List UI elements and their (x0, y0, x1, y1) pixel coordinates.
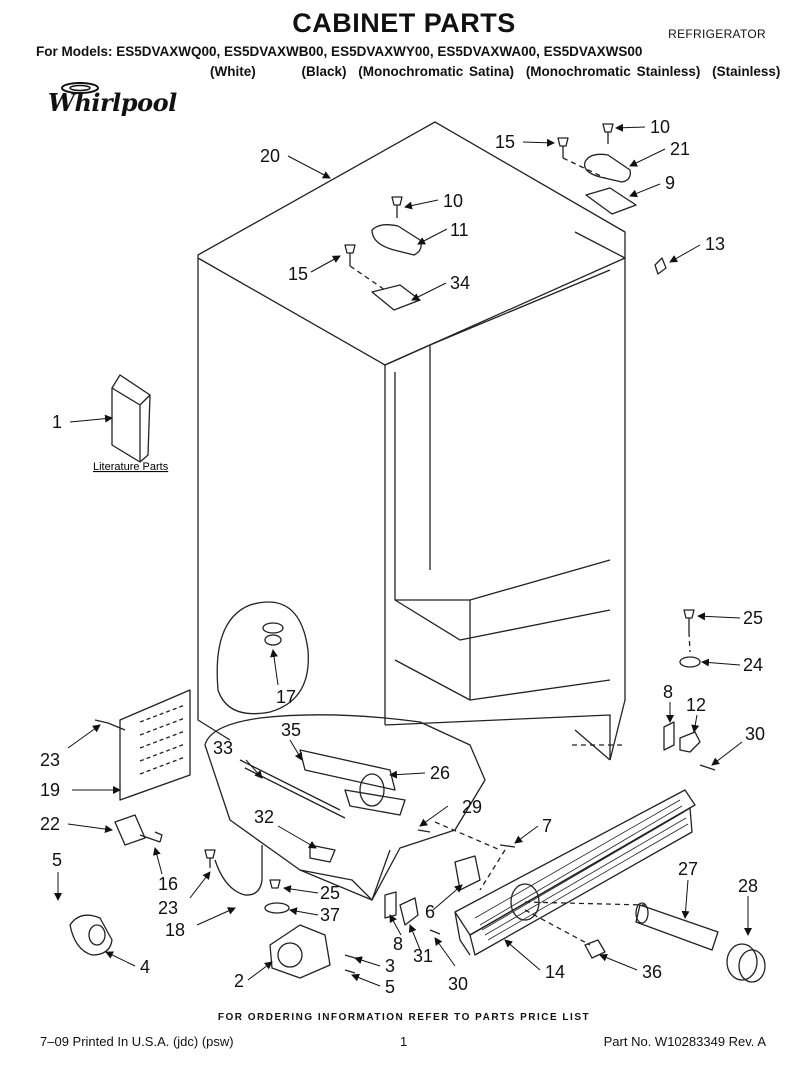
color-black: (Black) (301, 64, 347, 79)
color-satina: (Monochromatic Satina) (358, 64, 515, 79)
page-number: 1 (400, 1034, 408, 1049)
callout-25-b: 25 (320, 883, 340, 903)
color-stainless: (Stainless) (712, 64, 781, 79)
callout-29: 29 (462, 797, 482, 817)
callout-33: 33 (213, 738, 233, 758)
callout-12: 12 (686, 695, 706, 715)
callout-5-a: 5 (52, 850, 62, 870)
callout-18: 18 (165, 920, 185, 940)
literature-parts-label: Literature Parts (93, 461, 169, 473)
color-white: (White) (210, 64, 256, 79)
callout-22: 22 (40, 814, 60, 834)
part-number: Part No. W10283349 Rev. A (603, 1034, 766, 1049)
color-mono-stainless: (Monochromatic Stainless) (525, 64, 701, 79)
callout-7: 7 (542, 816, 552, 836)
callout-34: 34 (450, 273, 470, 293)
callout-31: 31 (413, 946, 433, 966)
callout-5-b: 5 (385, 977, 395, 997)
callout-17: 17 (276, 687, 296, 707)
callout-21: 21 (670, 139, 690, 159)
ordering-note: FOR ORDERING INFORMATION REFER TO PARTS … (217, 1012, 591, 1023)
callout-32: 32 (254, 807, 274, 827)
callout-8-b: 8 (393, 934, 403, 954)
brand-name: Whirlpool (48, 88, 177, 117)
callout-15-b: 15 (495, 132, 515, 152)
print-info: 7–09 Printed In U.S.A. (jdc) (psw) (40, 1034, 234, 1049)
callout-16: 16 (158, 874, 178, 894)
callout-36: 36 (642, 962, 662, 982)
callout-14: 14 (545, 962, 565, 982)
callout-6: 6 (425, 902, 435, 922)
callout-15-a: 15 (288, 264, 308, 284)
callout-24: 24 (743, 655, 763, 675)
callout-13: 13 (705, 234, 725, 254)
callout-4: 4 (140, 957, 150, 977)
callout-19: 19 (40, 780, 60, 800)
callout-26: 26 (430, 763, 450, 783)
callout-2: 2 (234, 971, 244, 991)
callout-28: 28 (738, 876, 758, 896)
callout-30-b: 30 (448, 974, 468, 994)
logo-swirl-icon (61, 82, 99, 94)
callout-8-a: 8 (663, 682, 673, 702)
callout-35: 35 (281, 720, 301, 740)
callout-3: 3 (385, 956, 395, 976)
callout-23-a: 23 (40, 750, 60, 770)
models-line: For Models: ES5DVAXWQ00, ES5DVAXWB00, ES… (36, 44, 643, 59)
callout-27: 27 (678, 859, 698, 879)
callout-10-a: 10 (443, 191, 463, 211)
callout-20: 20 (260, 146, 280, 166)
brand-logo: Whirlpool (40, 80, 180, 124)
callout-1: 1 (52, 412, 62, 432)
callout-37: 37 (320, 905, 340, 925)
callout-9: 9 (665, 173, 675, 193)
page-title: CABINET PARTS (292, 8, 516, 38)
callout-25-a: 25 (743, 608, 763, 628)
callout-11: 11 (450, 220, 469, 240)
callout-23-b: 23 (158, 898, 178, 918)
callout-10-b: 10 (650, 117, 670, 137)
callout-30-a: 30 (745, 724, 765, 744)
category-label: REFRIGERATOR (668, 27, 766, 41)
model-colors: (White) (Black) (Monochromatic Satina) (… (210, 64, 786, 79)
